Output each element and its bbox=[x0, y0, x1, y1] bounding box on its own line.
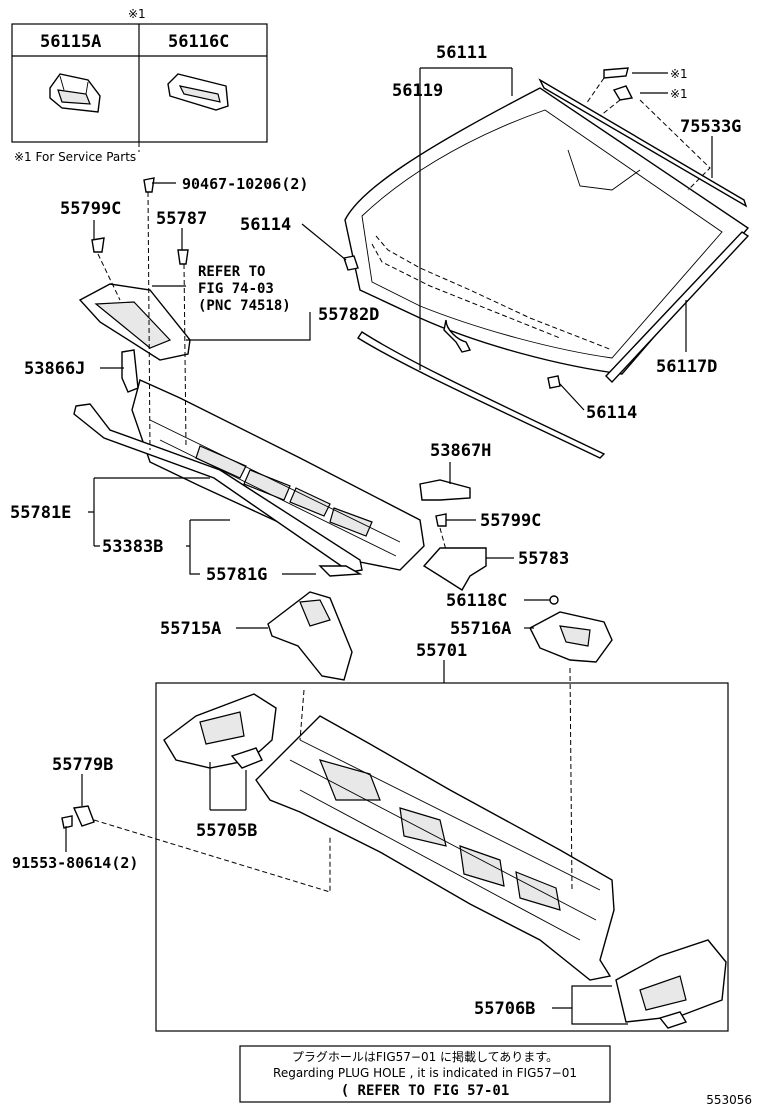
label-55782d: 55782D bbox=[318, 305, 379, 325]
label-55799c-right: 55799C bbox=[480, 511, 541, 531]
inset-header-56116c: 56116C bbox=[168, 32, 229, 52]
figure-id: 553056 bbox=[706, 1093, 752, 1107]
label-75533g: 75533G bbox=[680, 117, 741, 137]
label-55781e: 55781E bbox=[10, 503, 71, 523]
label-56114-top: 56114 bbox=[240, 215, 291, 235]
label-53867h: 53867H bbox=[430, 441, 491, 461]
clip-56116c-drawing bbox=[167, 73, 229, 111]
label-53866j: 53866J bbox=[24, 359, 85, 379]
label-refer-pnc: (PNC 74518) bbox=[198, 298, 291, 314]
label-56117d: 56117D bbox=[656, 357, 717, 377]
cowl-panel-box bbox=[155, 682, 729, 1032]
label-55799c-top: 55799C bbox=[60, 199, 121, 219]
inset-footnote: ※1 For Service Parts bbox=[14, 150, 136, 164]
cowl-panel-drawing bbox=[61, 667, 727, 1029]
label-service-mark-b: ※1 bbox=[670, 87, 688, 101]
label-55706b: 55706B bbox=[474, 999, 535, 1019]
label-55701: 55701 bbox=[416, 641, 467, 661]
cowl-louver-drawing bbox=[73, 177, 613, 681]
label-service-mark-a: ※1 bbox=[670, 67, 688, 81]
label-refer-fig: FIG 74-03 bbox=[198, 281, 274, 297]
label-55716a: 55716A bbox=[450, 619, 511, 639]
label-55787: 55787 bbox=[156, 209, 207, 229]
label-56119: 56119 bbox=[392, 81, 443, 101]
label-55781g: 55781G bbox=[206, 565, 267, 585]
note-refer: ( REFER TO FIG 57-01 bbox=[341, 1083, 510, 1099]
inset-header-56115a: 56115A bbox=[40, 32, 101, 52]
note-frame bbox=[239, 1045, 611, 1103]
note-japanese: プラグホールはFIG57−01 に掲載してあります。 bbox=[292, 1049, 558, 1064]
note-english: Regarding PLUG HOLE , it is indicated in… bbox=[273, 1066, 577, 1080]
label-55783: 55783 bbox=[518, 549, 569, 569]
label-56114-bottom: 56114 bbox=[586, 403, 637, 423]
label-53383b: 53383B bbox=[102, 537, 163, 557]
clip-56115a-drawing bbox=[49, 73, 101, 113]
label-55779b: 55779B bbox=[52, 755, 113, 775]
label-56118c: 56118C bbox=[446, 591, 507, 611]
label-55705b: 55705B bbox=[196, 821, 257, 841]
part-labels: 56111 56119 ※1 ※1 75533G 56114 56114 561… bbox=[10, 43, 741, 1019]
label-refer-to: REFER TO bbox=[198, 264, 265, 280]
inset-mark: ※1 bbox=[128, 7, 146, 21]
windshield-glass-drawing bbox=[343, 67, 750, 459]
label-55715a: 55715A bbox=[160, 619, 221, 639]
service-parts-inset: ※1 56115A 56116C ※1 For Service Parts bbox=[11, 7, 268, 164]
leader-lines bbox=[65, 67, 713, 1025]
label-56111: 56111 bbox=[436, 43, 487, 63]
label-90467-10206: 90467-10206(2) bbox=[182, 175, 308, 193]
plug-hole-note: プラグホールはFIG57−01 に掲載してあります。 Regarding PLU… bbox=[239, 1045, 611, 1103]
cowl-panel-frame bbox=[155, 682, 729, 1032]
label-91553-80614: 91553-80614(2) bbox=[12, 854, 138, 872]
